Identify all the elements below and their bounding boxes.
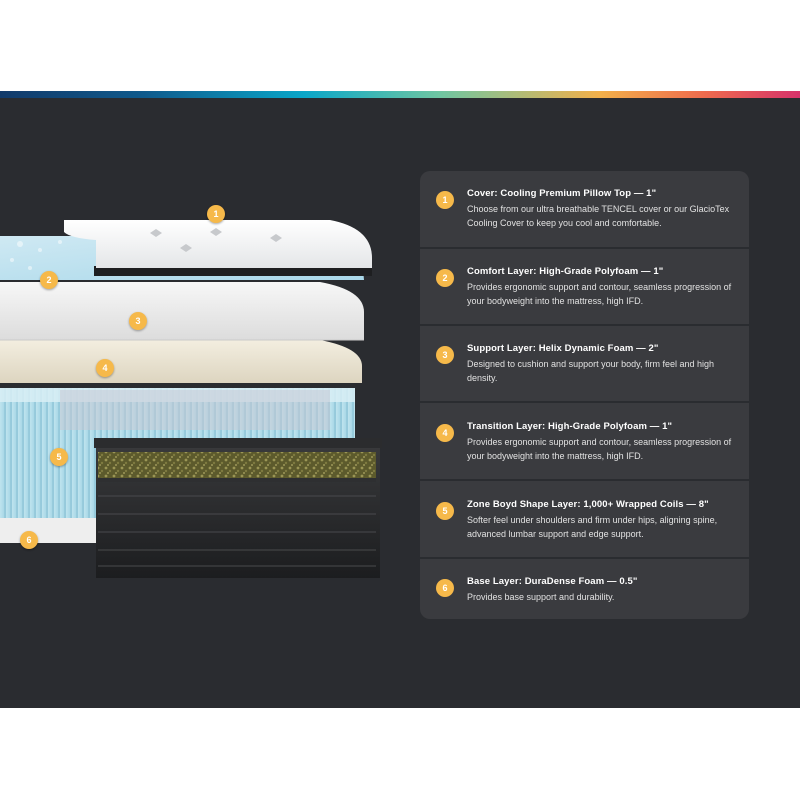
- mattress-layers-illustration: [0, 220, 382, 578]
- legend-title: Comfort Layer: High-Grade Polyfoam — 1": [467, 266, 664, 277]
- legend-number-2: 2: [436, 269, 454, 287]
- layer-badge-1: 1: [207, 205, 225, 223]
- legend-description: Provides base support and durability.: [467, 592, 615, 602]
- layer-badge-2: 2: [40, 271, 58, 289]
- brand-gradient-bar: [0, 91, 800, 98]
- legend-divider: [420, 324, 749, 326]
- legend-item-base: 6 Base Layer: DuraDense Foam — 0.5" Prov…: [420, 559, 749, 619]
- legend-divider: [420, 247, 749, 249]
- legend-item-support: 3 Support Layer: Helix Dynamic Foam — 2"…: [420, 326, 749, 401]
- legend-title: Support Layer: Helix Dynamic Foam — 2": [467, 343, 659, 354]
- legend-item-transition: 4 Transition Layer: High-Grade Polyfoam …: [420, 404, 749, 479]
- legend-number-5: 5: [436, 502, 454, 520]
- layer-badge-5: 5: [50, 448, 68, 466]
- legend-description: Choose from our ultra breathable TENCEL …: [467, 204, 730, 228]
- legend-divider: [420, 401, 749, 403]
- layer-badge-4: 4: [96, 359, 114, 377]
- legend-divider: [420, 479, 749, 481]
- legend-number-3: 3: [436, 346, 454, 364]
- legend-item-cover: 1 Cover: Cooling Premium Pillow Top — 1"…: [420, 171, 749, 246]
- legend-number-1: 1: [436, 191, 454, 209]
- legend-number-4: 4: [436, 424, 454, 442]
- base-layer-shape: [0, 515, 100, 543]
- mattress-layers-panel: 1 2 3 4 5 6 1 Cover: Cooling Premium Pil…: [0, 98, 800, 708]
- support-layer-shape: [0, 282, 364, 340]
- legend-description: Provides ergonomic support and contour, …: [467, 437, 732, 461]
- legend-title: Transition Layer: High-Grade Polyfoam — …: [467, 421, 673, 432]
- legend-number-6: 6: [436, 579, 454, 597]
- legend-divider: [420, 557, 749, 559]
- legend-item-comfort: 2 Comfort Layer: High-Grade Polyfoam — 1…: [420, 249, 749, 324]
- legend-description: Provides ergonomic support and contour, …: [467, 282, 732, 306]
- cover-layer-shape: [64, 220, 372, 268]
- transition-layer-shape: [0, 340, 362, 383]
- legend-description: Designed to cushion and support your bod…: [467, 359, 714, 383]
- layers-legend: 1 Cover: Cooling Premium Pillow Top — 1"…: [420, 171, 749, 619]
- legend-description: Softer feel under shoulders and firm und…: [467, 515, 718, 539]
- legend-title: Zone Boyd Shape Layer: 1,000+ Wrapped Co…: [467, 499, 709, 510]
- layer-badge-6: 6: [20, 531, 38, 549]
- layer-badge-3: 3: [129, 312, 147, 330]
- legend-title: Base Layer: DuraDense Foam — 0.5": [467, 576, 638, 587]
- legend-title: Cover: Cooling Premium Pillow Top — 1": [467, 188, 657, 199]
- legend-item-coils: 5 Zone Boyd Shape Layer: 1,000+ Wrapped …: [420, 482, 749, 557]
